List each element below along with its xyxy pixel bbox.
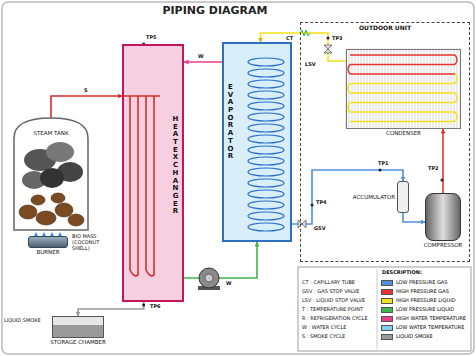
callout-label: TP6 <box>150 304 161 310</box>
legend-entry: HIGH PRESSURE GAS <box>381 289 449 295</box>
pipe-connector <box>442 129 444 193</box>
callout-label: CT <box>286 36 293 42</box>
pipe-connector <box>403 213 425 222</box>
node-label: COMPRESSOR <box>424 242 463 248</box>
coconut-shells <box>19 193 84 226</box>
pipe-connector <box>261 33 347 61</box>
node-label: STORAGE CHAMBER <box>50 339 105 345</box>
accumulator: ACCUMULATOR <box>397 181 409 213</box>
node-label: CONDENSER <box>386 130 421 136</box>
heat-exchanger-tubes <box>124 96 160 276</box>
legend-note: LSV : LIQUID STOP VALVE <box>302 298 365 304</box>
legend-note: CT : CAPILLARY TUBE <box>302 280 355 286</box>
legend-entry: LIQUID SMOKE <box>381 334 433 340</box>
liquid-stop-valve <box>324 45 332 53</box>
evaporator: EVAPORATOR <box>222 42 292 242</box>
node-label: EVAPORATOR <box>227 84 234 161</box>
condenser-coil <box>348 55 457 122</box>
heat-exchanger-fill <box>122 44 184 302</box>
node-label: ACCUMULATOR <box>353 194 395 200</box>
node-label: OUTDOOR UNIT <box>358 25 412 32</box>
legend-text: HIGH PRESSURE LIQUID <box>396 298 456 304</box>
legend-note: W : WATER CYCLE <box>302 325 346 331</box>
callout-label: TP5 <box>146 35 157 41</box>
node-label: BURNER <box>36 249 59 255</box>
legend-box <box>298 267 471 351</box>
burner: BURNER <box>28 236 68 248</box>
steam-tank: STEAM TANK <box>14 118 88 230</box>
compressor: COMPRESSOR <box>425 193 461 241</box>
legend-swatch <box>381 325 393 331</box>
callout-label: TP3 <box>332 36 343 42</box>
legend-swatch <box>381 298 393 304</box>
pipe-connector <box>184 242 257 278</box>
legend-text: LOW PRESSURE GAS <box>396 280 447 286</box>
node-label: HEAT EXCHANGER <box>172 116 179 216</box>
callout-label: W <box>198 54 204 60</box>
legend-note: S : SMOKE CYCLE <box>302 334 345 340</box>
pipe-connector <box>292 170 403 224</box>
storage-chamber: STORAGE CHAMBER <box>52 316 104 338</box>
legend-swatch <box>381 289 393 295</box>
legend-text: HIGH PRESSURE GAS <box>396 289 449 295</box>
legend-note: R : REFRIGERATION CYCLE <box>302 316 368 322</box>
legend-note: T : TEMPERATURE POINT <box>302 307 363 313</box>
legend-swatch <box>381 280 393 286</box>
legend-entry: HIGH WATER TEMPERATURE <box>381 316 466 322</box>
water-pump <box>198 268 220 290</box>
evaporator-coil <box>248 58 284 231</box>
tank-fill <box>14 118 88 230</box>
condenser: CONDENSER <box>346 49 461 129</box>
legend-entry: LOW PRESSURE GAS <box>381 280 447 286</box>
legend-heading: DESCRIPTION: <box>382 270 422 276</box>
pipe-connector <box>51 96 122 118</box>
legend-entry: LOW PRESSURE LIQUID <box>381 307 454 313</box>
callout-label: GSV <box>314 226 326 232</box>
callout-label: S <box>84 88 88 94</box>
callout-label: TP1 <box>378 161 389 167</box>
callout-label: TP2 <box>428 166 439 172</box>
callout-label: W <box>226 281 232 287</box>
legend-divider <box>377 269 378 349</box>
evaporator-fill <box>222 42 292 242</box>
diagram-title: PIPING DIAGRAM <box>0 4 430 17</box>
legend-swatch <box>381 307 393 313</box>
callout-label: TP4 <box>316 200 327 206</box>
callout-label: BIO MASS (COCONUT SHELL) <box>72 234 118 251</box>
condenser-fins <box>345 48 460 128</box>
callout-label: LIQUID SMOKE <box>4 318 48 324</box>
pipe-connector <box>78 302 144 316</box>
legend-text: LOW PRESSURE LIQUID <box>396 307 454 313</box>
capillary-tube <box>300 30 310 36</box>
node-label: STEAM TANK <box>33 130 70 136</box>
legend-entry: LOW WATER TEMPERATURE <box>381 325 464 331</box>
legend-text: LIQUID SMOKE <box>396 334 433 340</box>
legend-swatch <box>381 334 393 340</box>
legend-text: HIGH WATER TEMPERATURE <box>396 316 466 322</box>
heat-exchanger: HEAT EXCHANGER <box>122 44 184 302</box>
legend-entry: HIGH PRESSURE LIQUID <box>381 298 456 304</box>
callout-label: LSV <box>305 62 316 68</box>
legend-note: GSV : GAS STOP VALVE <box>302 289 360 295</box>
temperature-points <box>142 37 443 307</box>
legend-swatch <box>381 316 393 322</box>
legend-text: LOW WATER TEMPERATURE <box>396 325 464 331</box>
smoke <box>22 142 83 189</box>
pipe-connector <box>184 61 222 63</box>
